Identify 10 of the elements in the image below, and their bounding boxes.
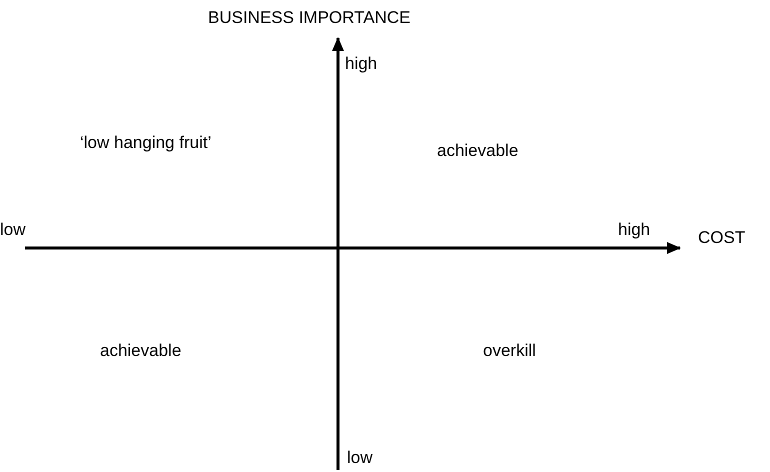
quadrant-label: achievable — [437, 141, 518, 161]
quadrant-label: achievable — [100, 341, 182, 361]
axis-tick-label: low — [0, 220, 26, 240]
axis-title: COST — [698, 228, 746, 248]
axis-tick-label: high — [618, 220, 650, 240]
quadrant-label: overkill — [483, 341, 536, 361]
axis-tick-label: high — [345, 54, 378, 74]
quadrant-label: ‘low hanging fruit’ — [80, 133, 212, 153]
axis-title: BUSINESS IMPORTANCE — [208, 8, 410, 28]
axis-tick-label: low — [347, 448, 373, 468]
